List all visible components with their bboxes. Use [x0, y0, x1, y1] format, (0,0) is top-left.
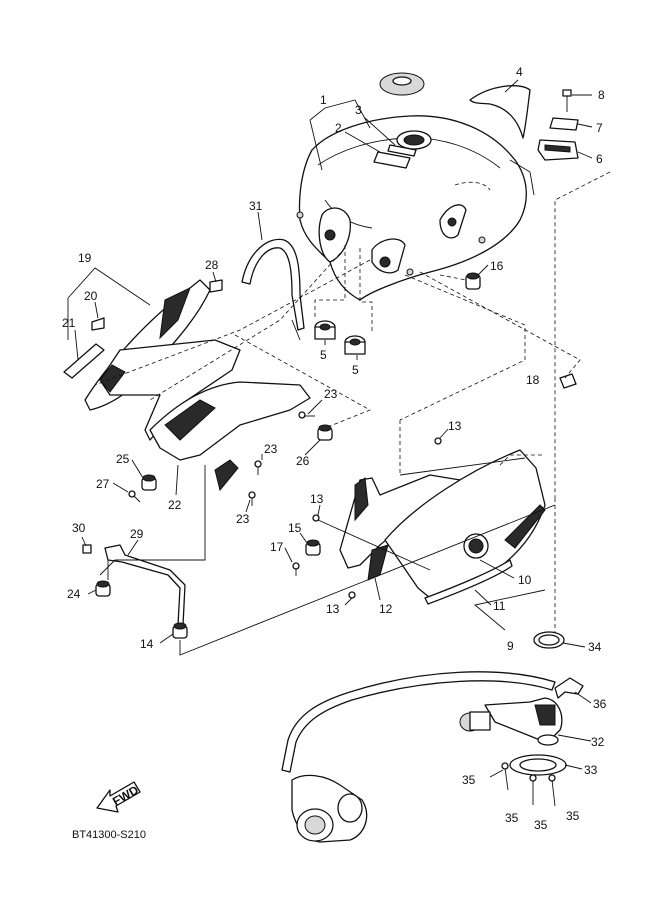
screw-13c: [348, 591, 356, 599]
callout-23b: 23: [264, 442, 278, 456]
callout-36: 36: [593, 697, 607, 711]
callout-35b: 35: [505, 811, 519, 825]
callout-19: 19: [78, 251, 92, 265]
callout-20: 20: [84, 289, 98, 303]
callout-32: 32: [591, 735, 605, 749]
damper-26: [317, 424, 333, 441]
fuel-hose: [281, 671, 556, 773]
callout-5a: 5: [320, 348, 327, 362]
callout-labels: 1 2 3 4 5 5 6 7 8 9 10 11 12 13 13 13 14…: [62, 65, 607, 832]
callout-35c: 35: [534, 818, 548, 832]
callout-24: 24: [67, 587, 81, 601]
callout-13c: 13: [326, 602, 340, 616]
callout-33: 33: [584, 763, 598, 777]
callout-28: 28: [205, 258, 219, 272]
plate-7: [549, 117, 579, 131]
callout-27: 27: [96, 477, 110, 491]
callout-17: 17: [270, 540, 284, 554]
screw-13a: [434, 437, 442, 445]
callout-10: 10: [518, 573, 532, 587]
callout-34: 34: [588, 640, 602, 654]
damper-25: [141, 474, 157, 491]
callout-22: 22: [168, 498, 182, 512]
callout-23c: 23: [236, 512, 250, 526]
callout-6: 6: [596, 152, 603, 166]
damper-5a: [314, 320, 336, 340]
fuel-pump-32: [459, 697, 563, 746]
fuel-cap-cover: [379, 72, 425, 96]
side-cover-22: [99, 339, 311, 492]
leader-lines: [67, 79, 611, 778]
panel-11: [424, 559, 513, 605]
fwd-arrow: FWD: [96, 781, 141, 813]
bolt-30: [82, 544, 92, 554]
decal-20: [91, 317, 105, 331]
bolt-8: [562, 89, 572, 112]
callout-4: 4: [516, 65, 523, 79]
screw-17: [292, 562, 300, 576]
callout-15: 15: [288, 521, 302, 535]
callout-26: 26: [296, 454, 310, 468]
damper-16: [465, 272, 481, 290]
damper-24: [95, 580, 111, 597]
screw-13b: [312, 514, 320, 522]
fuel-tank: [296, 115, 535, 301]
callout-12: 12: [379, 602, 393, 616]
cap-18: [559, 373, 577, 389]
callout-13b: 13: [310, 492, 324, 506]
callout-23a: 23: [324, 387, 338, 401]
callout-21: 21: [62, 316, 76, 330]
callout-9: 9: [507, 639, 514, 653]
callout-2: 2: [335, 121, 342, 135]
tank-label-2: [373, 151, 411, 169]
callout-30: 30: [72, 521, 86, 535]
callout-7: 7: [596, 121, 603, 135]
tank-pad-4: [469, 85, 531, 139]
damper-5b: [344, 335, 366, 355]
plate-33: [509, 754, 567, 776]
callout-31: 31: [249, 199, 263, 213]
clip-28: [209, 279, 223, 293]
throttle-body: [291, 774, 368, 843]
callout-16: 16: [490, 259, 504, 273]
damper-15: [305, 539, 321, 556]
screws-35: [501, 762, 556, 807]
tank-label-3: [387, 144, 417, 157]
callout-35a: 35: [462, 773, 476, 787]
gasket-34: [533, 631, 565, 649]
drawing-code: BT41300-S210: [72, 829, 146, 841]
screw-23a: [298, 411, 315, 419]
hose-29: [104, 544, 186, 626]
callout-3: 3: [355, 103, 362, 117]
callout-14: 14: [140, 637, 154, 651]
callout-8: 8: [598, 88, 605, 102]
screw-23b: [254, 460, 262, 475]
callout-25: 25: [116, 452, 130, 466]
band-31: [241, 238, 305, 331]
callout-29: 29: [130, 527, 144, 541]
bolt-27: [128, 490, 141, 503]
callout-11: 11: [493, 599, 506, 613]
decal-21: [63, 343, 105, 379]
callout-18: 18: [526, 373, 540, 387]
damper-14: [172, 622, 188, 639]
callout-13a: 13: [448, 419, 462, 433]
side-cover-10: [384, 449, 546, 599]
callout-35d: 35: [566, 809, 580, 823]
screw-23c: [248, 491, 256, 506]
callout-5b: 5: [352, 363, 359, 377]
callout-1: 1: [320, 93, 327, 107]
